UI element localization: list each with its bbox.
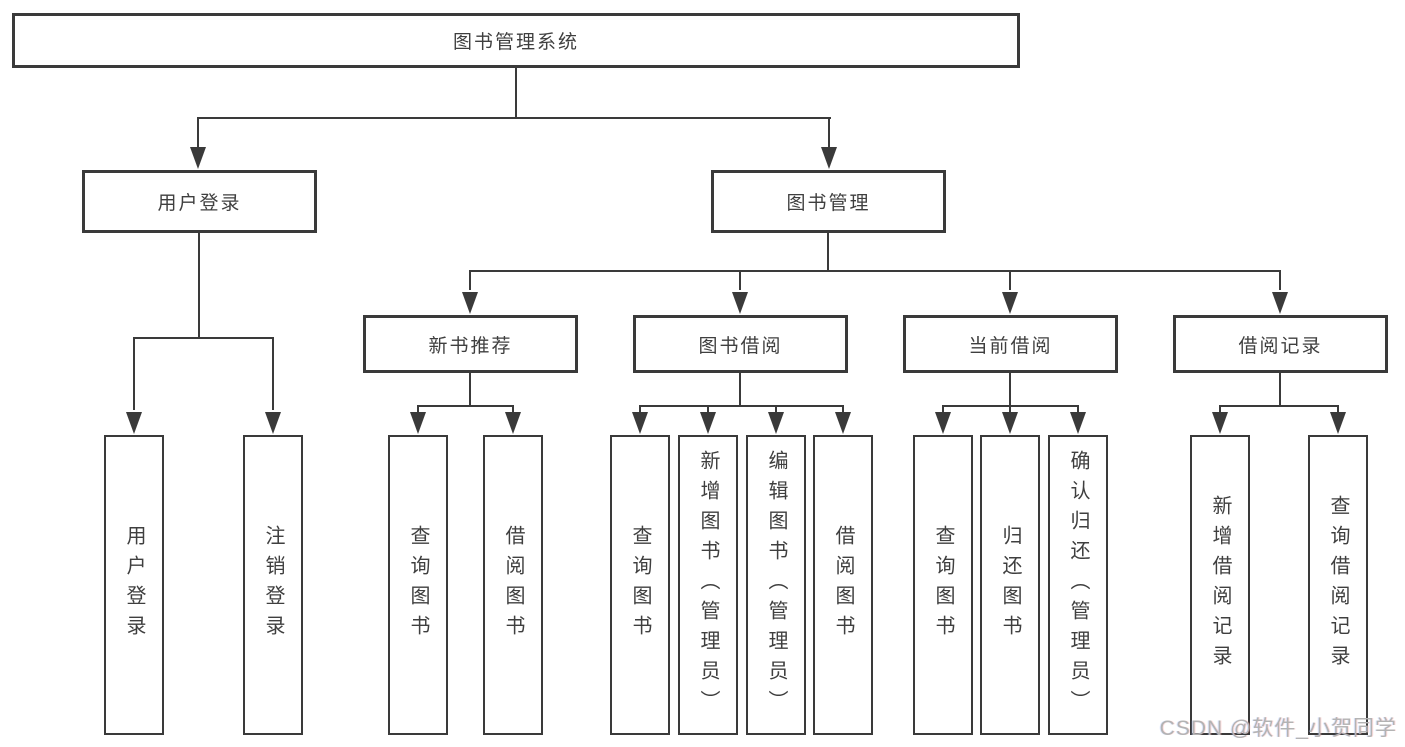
connector-recommend-drop-1: [417, 405, 419, 412]
arrow-down-icon: [700, 412, 716, 434]
arrow-down-icon: [190, 147, 206, 169]
connector-manage-rail: [469, 270, 1281, 272]
connector-borrow-drop-1: [639, 405, 641, 412]
connector-root-drop-left: [197, 117, 199, 149]
node-book-manage: 图书管理: [711, 170, 946, 233]
arrow-down-icon: [505, 412, 521, 434]
leaf-confirm-return-admin: 确认归还（管理员）: [1048, 435, 1108, 735]
connector-records-drop-1: [1219, 405, 1221, 412]
arrow-down-icon: [1212, 412, 1228, 434]
connector-manage-drop-3: [1009, 270, 1011, 290]
leaf-recommend-borrow-books-label: 借阅图书: [502, 525, 524, 645]
node-current-borrow: 当前借阅: [903, 315, 1118, 373]
connector-borrow-stem: [739, 373, 741, 405]
arrow-down-icon: [935, 412, 951, 434]
connector-records-drop-2: [1337, 405, 1339, 412]
connector-manage-drop-4: [1279, 270, 1281, 290]
leaf-borrow-query-books-label: 查询图书: [629, 525, 651, 645]
leaf-recommend-borrow-books: 借阅图书: [483, 435, 543, 735]
leaf-borrow-books: 借阅图书: [813, 435, 873, 735]
connector-root-rail: [197, 117, 831, 119]
leaf-user-login: 用户登录: [104, 435, 164, 735]
arrow-down-icon: [462, 292, 478, 314]
node-new-book-recommend: 新书推荐: [363, 315, 578, 373]
leaf-add-borrow-record-label: 新增借阅记录: [1209, 495, 1231, 675]
leaf-borrow-books-label: 借阅图书: [832, 525, 854, 645]
connector-recommend-stem: [469, 373, 471, 405]
connector-login-rail: [133, 337, 274, 339]
leaf-logout-label: 注销登录: [262, 525, 284, 645]
arrow-down-icon: [632, 412, 648, 434]
connector-manage-stem: [827, 233, 829, 270]
leaf-edit-books-admin-label: 编辑图书（管理员）: [765, 450, 787, 720]
connector-borrow-drop-2: [707, 405, 709, 412]
arrow-down-icon: [1002, 292, 1018, 314]
connector-current-stem: [1009, 373, 1011, 405]
connector-manage-drop-2: [739, 270, 741, 290]
node-user-login-label: 用户登录: [157, 193, 242, 214]
connector-recommend-rail: [417, 405, 514, 407]
arrow-down-icon: [1330, 412, 1346, 434]
connector-login-drop-2: [272, 337, 274, 410]
connector-login-stem: [198, 233, 200, 337]
node-book-borrow: 图书借阅: [633, 315, 848, 373]
leaf-query-borrow-record-label: 查询借阅记录: [1327, 495, 1349, 675]
connector-borrow-drop-3: [775, 405, 777, 412]
connector-login-drop-1: [133, 337, 135, 410]
connector-recommend-drop-2: [512, 405, 514, 412]
arrow-down-icon: [410, 412, 426, 434]
leaf-add-borrow-record: 新增借阅记录: [1190, 435, 1250, 735]
leaf-confirm-return-admin-label: 确认归还（管理员）: [1067, 450, 1089, 720]
node-current-borrow-label: 当前借阅: [968, 335, 1053, 357]
arrow-down-icon: [265, 412, 281, 434]
node-borrow-records: 借阅记录: [1173, 315, 1388, 373]
node-root: 图书管理系统: [12, 13, 1020, 68]
node-root-label: 图书管理系统: [452, 32, 579, 53]
leaf-edit-books-admin: 编辑图书（管理员）: [746, 435, 806, 735]
csdn-watermark: CSDN @软件_小贺同学: [1159, 717, 1397, 740]
connector-records-stem: [1279, 373, 1281, 405]
leaf-user-login-label: 用户登录: [123, 525, 145, 645]
leaf-return-books: 归还图书: [980, 435, 1040, 735]
connector-root-drop-right: [828, 117, 830, 149]
node-user-login: 用户登录: [82, 170, 317, 233]
connector-records-rail: [1219, 405, 1338, 407]
connector-manage-drop-1: [469, 270, 471, 290]
leaf-recommend-query-books-label: 查询图书: [407, 525, 429, 645]
connector-root-stem: [515, 68, 517, 117]
connector-current-drop-3: [1077, 405, 1079, 412]
connector-borrow-rail: [639, 405, 843, 407]
arrow-down-icon: [835, 412, 851, 434]
connector-current-drop-1: [942, 405, 944, 412]
node-book-manage-label: 图书管理: [786, 193, 871, 214]
leaf-return-books-label: 归还图书: [999, 525, 1021, 645]
node-borrow-records-label: 借阅记录: [1238, 335, 1323, 357]
node-book-borrow-label: 图书借阅: [698, 335, 783, 357]
arrow-down-icon: [126, 412, 142, 434]
connector-borrow-drop-4: [842, 405, 844, 412]
node-new-book-recommend-label: 新书推荐: [428, 335, 513, 357]
arrow-down-icon: [1272, 292, 1288, 314]
leaf-current-query-books: 查询图书: [913, 435, 973, 735]
arrow-down-icon: [768, 412, 784, 434]
leaf-add-books-admin: 新增图书（管理员）: [678, 435, 738, 735]
arrow-down-icon: [1070, 412, 1086, 434]
arrow-down-icon: [1002, 412, 1018, 434]
arrow-down-icon: [732, 292, 748, 314]
leaf-recommend-query-books: 查询图书: [388, 435, 448, 735]
arrow-down-icon: [821, 147, 837, 169]
leaf-query-borrow-record: 查询借阅记录: [1308, 435, 1368, 735]
connector-current-drop-2: [1009, 405, 1011, 412]
leaf-borrow-query-books: 查询图书: [610, 435, 670, 735]
leaf-logout: 注销登录: [243, 435, 303, 735]
leaf-current-query-books-label: 查询图书: [932, 525, 954, 645]
leaf-add-books-admin-label: 新增图书（管理员）: [697, 450, 719, 720]
